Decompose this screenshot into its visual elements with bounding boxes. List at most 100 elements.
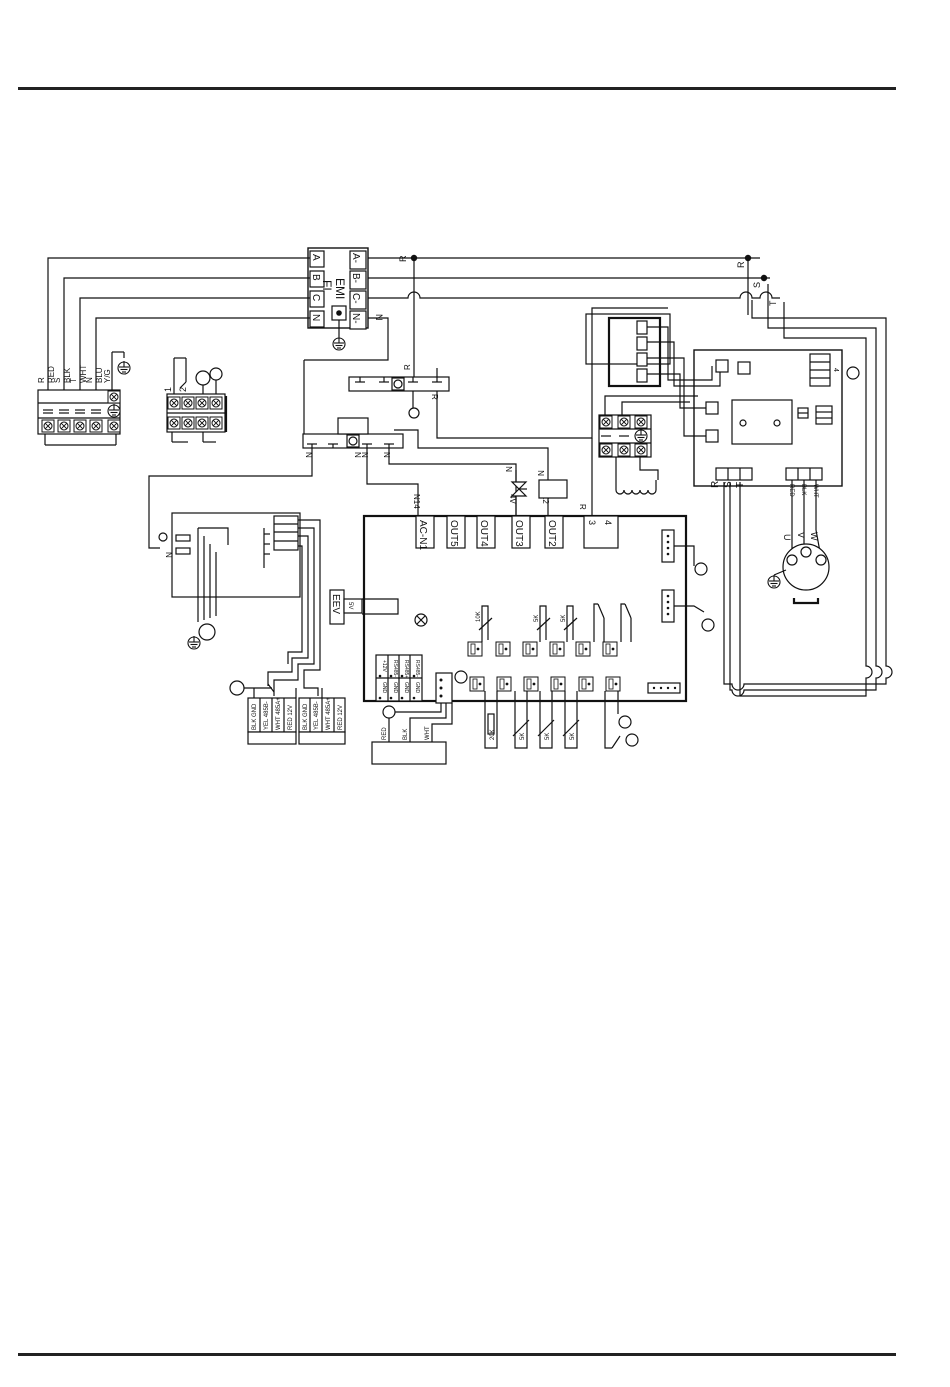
lower-sensor-label: 20K: [490, 729, 496, 740]
power-terminal: [37, 351, 131, 446]
comm-pin-label: GND: [414, 682, 420, 694]
rs485-pin-label: YEL 485B-: [314, 701, 320, 730]
relay-coil: [538, 479, 568, 499]
terminal-screw: [167, 416, 181, 430]
sensor-connector: [550, 676, 566, 692]
display-wire-blk: BLK: [403, 729, 409, 740]
small-terminal-pin-2: 2: [178, 387, 188, 392]
terminal-screw: [181, 396, 195, 410]
motor-wire-label: WHT: [812, 484, 818, 498]
rs485-pin-label: YEL 485B-: [264, 701, 270, 730]
board-port: [476, 515, 496, 549]
rs485-pin-label: RED 12V: [338, 705, 344, 730]
comm-pin-label: GND: [392, 682, 398, 694]
terminal-screw: [209, 396, 223, 410]
phase-label: S: [53, 378, 62, 383]
strip-r-label: R: [403, 364, 412, 370]
board-port-label: OUT4: [478, 520, 489, 547]
sensor-connector: [549, 641, 565, 657]
terminal-screw: [634, 443, 648, 457]
port-wire-label: N14: [412, 494, 421, 509]
bus-s-label: S: [752, 282, 762, 288]
sensor-connector: [578, 676, 594, 692]
terminal-screw: [599, 415, 613, 429]
upper-sensor-label: 5K: [534, 615, 540, 622]
terminal-screw: [57, 419, 71, 433]
terminal-screw: [41, 419, 55, 433]
rs485-pin-label: BLK GND: [252, 703, 258, 730]
bottom-rule: [18, 1353, 896, 1356]
comm-pin-label: RS485-: [414, 660, 420, 677]
sensor-connector: [522, 641, 538, 657]
bus-t-label: T: [768, 300, 778, 306]
eev-sub: 5V: [347, 602, 353, 609]
reactor-coil-icon: [615, 457, 659, 495]
emi-input-label: A: [310, 254, 321, 261]
lamp-icon: [414, 613, 428, 627]
earth-wire-label: Y/G: [103, 369, 112, 383]
sensor-connector: [496, 676, 512, 692]
wire-label: BLK: [63, 367, 72, 383]
phase-label: T: [69, 378, 78, 383]
fan-block: N: [158, 512, 321, 696]
emi-input-label: N: [310, 314, 321, 321]
earth-icon: [187, 635, 201, 650]
rs485-pin-label: WHT 485A+: [326, 697, 332, 730]
inverter-pin-label: 4: [832, 368, 839, 372]
comm-pin-label: GND: [381, 682, 387, 694]
terminal-screw: [107, 419, 121, 433]
bus-n-label: N: [374, 314, 384, 321]
emi-output-label: C-: [350, 293, 361, 304]
earth-icon: [117, 360, 131, 375]
fan-motor-icon: [198, 623, 216, 641]
motor-wire-label: BLK: [800, 484, 806, 495]
earth-icon: [767, 574, 781, 589]
inverter-input-label: S: [723, 481, 734, 488]
bus-wires: R N R S T: [304, 254, 893, 697]
sensor-connector: [469, 676, 485, 692]
board-port: [544, 515, 564, 549]
eev-label: EEV: [330, 594, 341, 614]
strip-n1-label: N: [304, 452, 313, 458]
strip-n2-label: N: [353, 452, 362, 458]
board-port-label: AC-N1: [417, 520, 428, 550]
lower-sensor-label: 5K: [570, 733, 576, 740]
display-wire-wht: WHT: [425, 726, 431, 740]
sensor-connector: [467, 641, 483, 657]
fi-label: FI: [320, 280, 334, 291]
display-wire-red: RED: [382, 727, 388, 740]
phase-label: R: [37, 377, 46, 383]
earth-icon: [332, 336, 346, 351]
lower-sensor-label: 5K: [545, 733, 551, 740]
motor-phase-label: U: [782, 534, 792, 541]
motor-phase-label: V: [796, 532, 806, 538]
comm-pin-label: +12V: [381, 660, 387, 672]
terminal-screw: [209, 416, 223, 430]
terminal-strip-lower: N N N N: [148, 360, 549, 549]
top-rule: [18, 87, 896, 90]
upper-sensor-label: 5K: [561, 615, 567, 622]
inverter-input-label: T: [735, 482, 746, 488]
port-wire-label: K2: [541, 494, 550, 504]
reactor-module: [585, 313, 721, 495]
terminal-screw: [167, 396, 181, 410]
small-terminal-pin-1: 1: [163, 387, 173, 392]
port-wire-label: 4V: [508, 494, 517, 504]
relay-pin-3: 3: [587, 520, 597, 525]
sensor-connector: [605, 676, 621, 692]
terminal-screw: [195, 416, 209, 430]
terminal-screw: [599, 443, 613, 457]
emi-output-label: N-: [350, 313, 361, 324]
relay-r-label: R: [578, 504, 587, 510]
board-port-label: OUT3: [513, 520, 524, 547]
terminal-screw: [634, 415, 648, 429]
motor-phase-label: W: [809, 532, 819, 541]
motor-wire-label: RED: [788, 484, 794, 497]
valve-n-label: N: [505, 466, 514, 472]
board-port: [446, 515, 466, 549]
terminal-screw: [181, 416, 195, 430]
